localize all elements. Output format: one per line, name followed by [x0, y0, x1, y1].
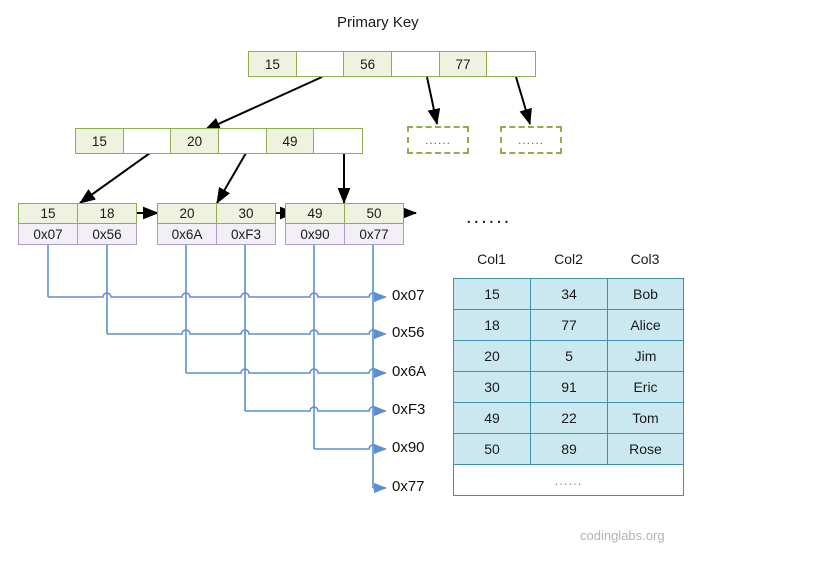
data-table-header-col2: Col2 [554, 251, 583, 267]
table-cell: Tom [607, 402, 684, 434]
edge-internal-to-leaf-2 [216, 152, 247, 204]
internal-cell-pointer-3[interactable] [314, 129, 363, 153]
leaf-2-keys: 20 30 [157, 203, 276, 224]
address-label-0x77: 0x77 [392, 478, 425, 495]
table-cell: Jim [607, 340, 684, 372]
leaf-node-1[interactable]: 15 18 0x07 0x56 [18, 203, 137, 245]
root-cell-key-2[interactable]: 56 [344, 52, 393, 76]
leaf-row-ellipsis: ...... [466, 206, 512, 228]
root-cell-key-1[interactable]: 15 [249, 52, 297, 76]
table-cell: Alice [607, 309, 684, 341]
placeholder-node-1: ...... [407, 126, 469, 154]
run-0x6A [186, 367, 387, 379]
leaf-2-key-1[interactable]: 20 [158, 204, 217, 223]
leaf-3-pointers: 0x90 0x77 [285, 224, 404, 245]
root-cell-key-3[interactable]: 77 [439, 52, 488, 76]
page-title: Primary Key [337, 14, 419, 31]
table-row[interactable]: 49 22 Tom [453, 402, 684, 434]
internal-index-node[interactable]: 15 20 49 [75, 128, 363, 154]
table-row[interactable]: 30 91 Eric [453, 371, 684, 403]
leaf-2-key-2[interactable]: 30 [238, 206, 254, 221]
leaf-1-pointer-1[interactable]: 0x07 [19, 224, 78, 244]
table-cell: 18 [453, 309, 531, 341]
table-cell: 20 [453, 340, 531, 372]
table-cell: 89 [530, 433, 608, 465]
leaf-1-pointer-2[interactable]: 0x56 [92, 226, 122, 242]
run-0x07 [48, 291, 387, 303]
leaf-1-pointers: 0x07 0x56 [18, 224, 137, 245]
internal-cell-key-3[interactable]: 49 [266, 129, 315, 153]
leaf-node-2[interactable]: 20 30 0x6A 0xF3 [157, 203, 276, 245]
leaf-1-key-2[interactable]: 18 [99, 206, 115, 221]
edge-internal-to-leaf-1 [79, 152, 151, 204]
leaf-2-pointer-1[interactable]: 0x6A [158, 224, 217, 244]
table-row[interactable]: 15 34 Bob [453, 278, 684, 310]
placeholder-node-2: ...... [500, 126, 562, 154]
leaf-2-pointer-2[interactable]: 0xF3 [230, 226, 261, 242]
leaf-1-key-1[interactable]: 15 [19, 204, 78, 223]
leaf-2-pointers: 0x6A 0xF3 [157, 224, 276, 245]
table-row[interactable]: 18 77 Alice [453, 309, 684, 341]
table-cell: 50 [453, 433, 531, 465]
table-cell: 91 [530, 371, 608, 403]
watermark: codinglabs.org [580, 528, 665, 543]
internal-cell-key-1[interactable]: 15 [76, 129, 124, 153]
table-cell: 77 [530, 309, 608, 341]
leaf-1-keys: 15 18 [18, 203, 137, 224]
address-label-0x56: 0x56 [392, 324, 425, 341]
root-cell-pointer-1[interactable] [296, 52, 345, 76]
data-table-header-col3: Col3 [630, 251, 660, 267]
edge-root-to-internal [204, 76, 323, 131]
leaf-3-keys: 49 50 [285, 203, 404, 224]
table-cell: Eric [607, 371, 684, 403]
table-cell: 30 [453, 371, 531, 403]
data-table-header: Col1 Col2 Col3 [453, 251, 683, 267]
internal-cell-pointer-2[interactable] [219, 129, 267, 153]
table-cell: 49 [453, 402, 531, 434]
run-0x56 [107, 328, 387, 340]
table-row[interactable]: 20 5 Jim [453, 340, 684, 372]
table-row-ellipsis: ...... [453, 464, 684, 496]
data-table-header-col1: Col1 [477, 251, 506, 267]
table-cell: 5 [530, 340, 608, 372]
address-label-0x90: 0x90 [392, 439, 425, 456]
leaf-3-pointer-1[interactable]: 0x90 [286, 224, 345, 244]
run-0xF3 [245, 405, 387, 417]
table-row[interactable]: 50 89 Rose [453, 433, 684, 465]
edge-root-to-placeholder-1 [426, 76, 441, 125]
table-cell: Bob [607, 278, 684, 310]
address-label-0x07: 0x07 [392, 287, 425, 304]
data-table: 15 34 Bob 18 77 Alice 20 5 Jim 30 91 Eri… [453, 278, 684, 496]
address-label-0xF3: 0xF3 [392, 401, 426, 418]
leaf-3-key-1[interactable]: 49 [286, 204, 345, 223]
root-cell-pointer-3[interactable] [487, 52, 536, 76]
table-cell: Rose [607, 433, 684, 465]
table-cell: 15 [453, 278, 531, 310]
address-label-0x6A: 0x6A [392, 363, 427, 380]
edge-root-to-placeholder-2 [515, 76, 532, 125]
root-index-node[interactable]: 15 56 77 [248, 51, 536, 77]
leaf-3-key-2[interactable]: 50 [366, 206, 382, 221]
internal-cell-pointer-1[interactable] [123, 129, 172, 153]
leaf-3-pointer-2[interactable]: 0x77 [359, 226, 389, 242]
leaf-node-3[interactable]: 49 50 0x90 0x77 [285, 203, 404, 245]
internal-cell-key-2[interactable]: 20 [171, 129, 220, 153]
run-0x90 [314, 443, 387, 455]
table-cell: 34 [530, 278, 608, 310]
table-ellipsis-cell: ...... [453, 464, 684, 496]
table-cell: 22 [530, 402, 608, 434]
root-cell-pointer-2[interactable] [392, 52, 440, 76]
